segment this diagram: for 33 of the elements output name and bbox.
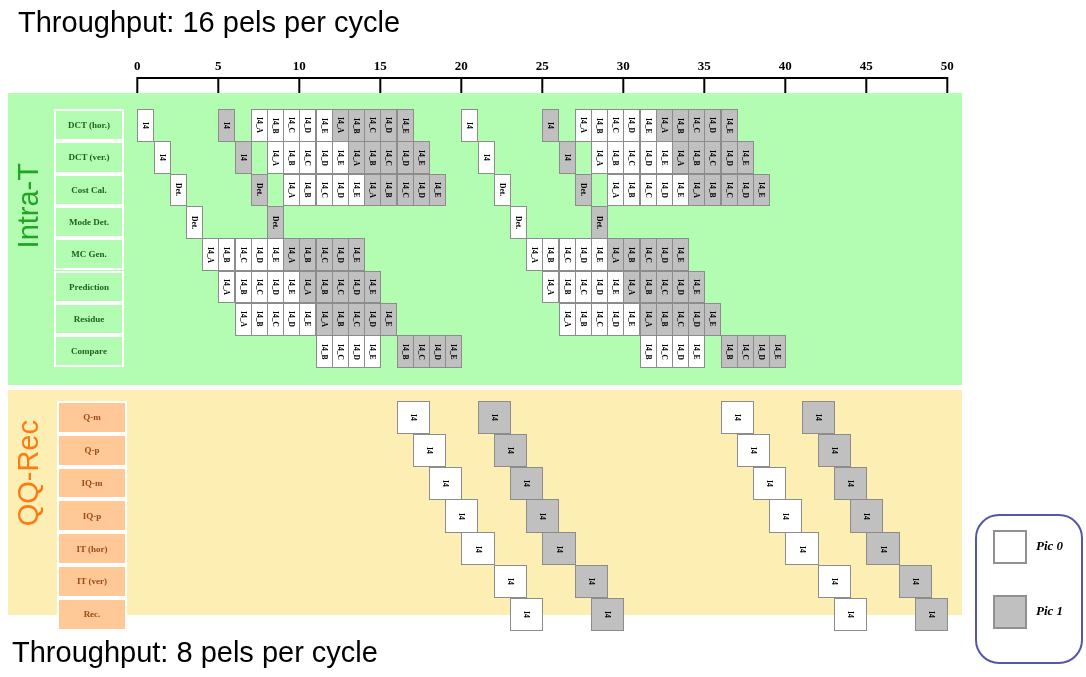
stage-label: Compare	[54, 335, 124, 368]
tick-label: 10	[292, 58, 306, 74]
stage-label: IQ-p	[57, 499, 127, 533]
caption: Throughput: 8 pels per cycle	[12, 636, 378, 669]
stage-label: DCT (ver.)	[54, 141, 124, 174]
tick-label: 0	[134, 58, 141, 74]
legend-label: Pic 0	[1036, 538, 1064, 554]
timeline-band	[8, 93, 962, 385]
stage-label: IQ-m	[57, 466, 127, 500]
tick-label: 20	[454, 58, 468, 74]
stage-label: Q-m	[57, 401, 127, 434]
title: Throughput: 16 pels per cycle	[18, 6, 401, 39]
legend-label: Pic 1	[1036, 603, 1064, 619]
stage-label: Cost Cal.	[54, 173, 124, 206]
stage-label: Q-p	[57, 433, 127, 467]
stage-label: Prediction	[54, 270, 124, 303]
tick-label: 50	[940, 58, 954, 74]
tick-label: 15	[373, 58, 387, 74]
stage-label: IT (ver)	[57, 565, 127, 598]
stage-label: Residue	[54, 302, 124, 336]
stage-label: Rec.	[57, 597, 127, 631]
stage-label: DCT (hor.)	[54, 109, 124, 142]
band-label: Intra-T	[12, 163, 45, 249]
stage-label: IT (hor)	[57, 532, 127, 565]
tick-label: 40	[778, 58, 792, 74]
tick-label: 30	[616, 58, 630, 74]
tick-label: 25	[535, 58, 549, 74]
tick-label: 35	[697, 58, 711, 74]
band-label: QQ-Rec	[12, 420, 45, 527]
stage-label: MC Gen.	[54, 238, 124, 271]
stage-label: Mode Det.	[54, 205, 124, 239]
tick-label: 5	[215, 58, 222, 74]
tick-label: 45	[859, 58, 873, 74]
